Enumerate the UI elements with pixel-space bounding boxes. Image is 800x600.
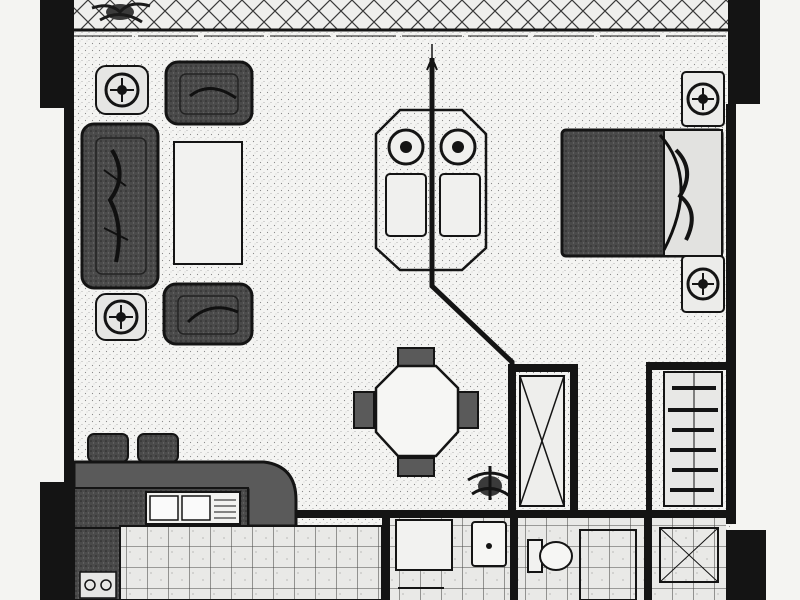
bar-stool-icon	[137, 433, 179, 463]
kitchen	[72, 460, 383, 600]
column-bottom-left	[40, 482, 74, 600]
lower-wall-section	[644, 510, 652, 600]
side-table-lamp-icon	[681, 71, 725, 127]
interior-walls	[508, 362, 730, 512]
column-top-right	[728, 0, 760, 104]
sleeping-area	[560, 71, 725, 313]
lower-wall-section	[510, 510, 518, 600]
living-room	[80, 60, 254, 346]
stove-icon	[79, 571, 117, 599]
lounge-chair-icon	[439, 128, 481, 237]
lower-wall-section	[382, 510, 390, 600]
dining-chair-icon	[397, 347, 435, 367]
armchair-icon	[164, 60, 254, 126]
dining-chair-icon	[397, 457, 435, 477]
toilet-room	[518, 518, 644, 600]
bathroom	[390, 518, 510, 600]
walls	[40, 0, 766, 600]
column-top-left	[40, 0, 74, 108]
side-table-lamp-icon	[681, 255, 725, 313]
side-table-lamp-icon	[95, 293, 147, 341]
armchair-icon	[162, 282, 254, 346]
vanity-counter	[395, 519, 453, 571]
wall-right	[726, 104, 736, 524]
kitchen-floor	[119, 525, 383, 600]
wall-left	[64, 108, 74, 488]
side-table-lamp-icon	[95, 65, 149, 115]
bar-stool-icon	[87, 433, 129, 463]
bar-stools	[87, 433, 179, 463]
dining-set	[353, 347, 479, 477]
laundry	[652, 518, 726, 600]
cupboard-icon	[519, 375, 565, 507]
column-bottom-right	[726, 530, 766, 600]
dining-chair-icon	[457, 391, 479, 429]
potted-plant-icon	[91, 2, 151, 24]
lounge-chair-icon	[385, 128, 427, 237]
double-sink-icon	[145, 491, 241, 525]
balcony	[72, 0, 728, 30]
octagonal-dining-table-icon	[374, 364, 460, 458]
coffee-table-icon	[173, 141, 243, 265]
dining-chair-icon	[353, 391, 375, 429]
double-bed-icon	[560, 128, 724, 258]
sofa-icon	[80, 122, 160, 290]
potted-plant-icon	[467, 466, 513, 500]
wardrobe-icon	[663, 371, 723, 507]
toilet-icon	[527, 539, 573, 573]
